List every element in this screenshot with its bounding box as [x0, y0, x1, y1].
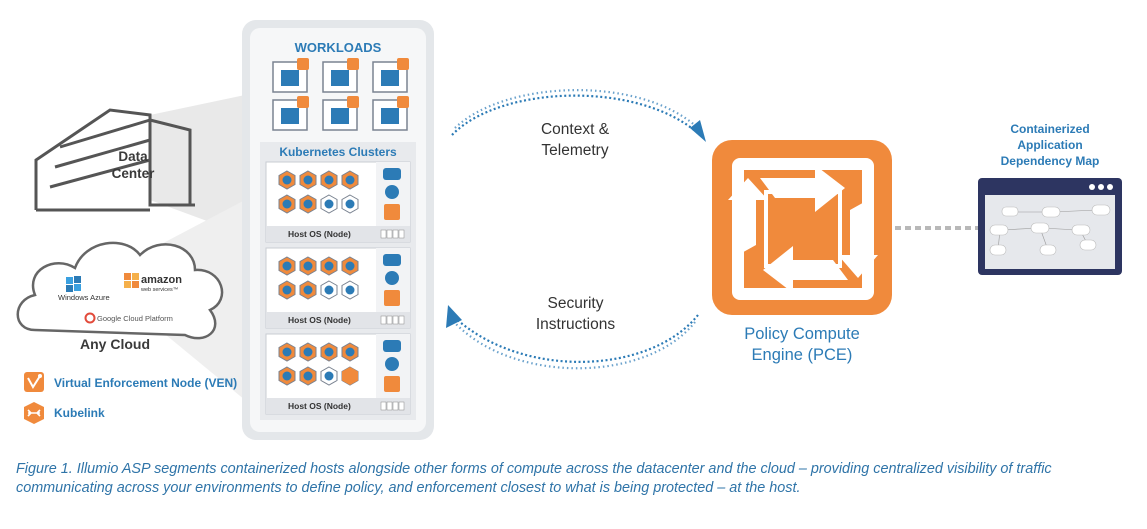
docker-icon	[383, 254, 401, 266]
node-boxes	[265, 161, 411, 415]
building-icon	[34, 108, 195, 212]
ven-icon	[24, 372, 44, 392]
kubernetes-node	[265, 247, 411, 329]
pce-label: Policy Compute Engine (PCE)	[744, 325, 860, 364]
amazon-text: amazon	[141, 274, 182, 286]
figure-caption: Figure 1. Illumio ASP segments container…	[16, 461, 1052, 496]
pce-icon	[712, 140, 892, 315]
workload-cube-icon	[372, 58, 409, 93]
security-instructions-label: Security Instructions	[535, 295, 616, 333]
datacenter-funnel	[150, 95, 245, 235]
cloud-icon	[16, 241, 224, 340]
workloads-title: WORKLOADS	[294, 40, 382, 55]
docker-icon	[383, 340, 401, 352]
legend-ven-label: Virtual Enforcement Node (VEN)	[54, 376, 238, 390]
workload-cube-icon	[322, 58, 359, 93]
ven-icon	[384, 376, 400, 392]
workload-cube-icon	[272, 58, 309, 93]
host-os-label-2: Host OS (Node)	[288, 315, 351, 325]
kubelink-icon	[342, 367, 358, 385]
workload-cube-icon	[272, 96, 309, 131]
data-center-label: Data Center	[111, 149, 155, 181]
kubernetes-node	[265, 333, 411, 415]
google-cloud-logo	[84, 312, 96, 324]
kubelink-icon	[24, 402, 44, 424]
context-telemetry-label: Context & Telemetry	[540, 121, 610, 159]
google-cloud-text: Google Cloud Platform	[97, 314, 173, 323]
workload-cube-icon	[322, 96, 359, 131]
ven-icon	[384, 204, 400, 220]
workload-cubes	[272, 58, 409, 131]
kubernetes-icon	[385, 185, 399, 199]
ven-icon	[384, 290, 400, 306]
security-arc	[446, 305, 699, 370]
host-os-label-1: Host OS (Node)	[288, 229, 351, 239]
dependency-map-window	[978, 178, 1122, 275]
any-cloud-label: Any Cloud	[80, 336, 150, 352]
windows-azure-text: Windows Azure	[58, 293, 110, 302]
legend-kubelink-label: Kubelink	[54, 406, 105, 420]
kubernetes-node	[265, 161, 411, 243]
host-os-label-3: Host OS (Node)	[288, 401, 351, 411]
amazon-logo	[124, 273, 139, 288]
kubernetes-clusters-title: Kubernetes Clusters	[279, 145, 397, 159]
windows-azure-logo	[66, 276, 81, 292]
kubernetes-icon	[385, 357, 399, 371]
dependency-map-title: Containerized Application Dependency Map	[1000, 122, 1100, 168]
amazon-subtext: web services™	[141, 287, 179, 293]
workload-cube-icon	[372, 96, 409, 131]
docker-icon	[383, 168, 401, 180]
kubernetes-icon	[385, 271, 399, 285]
context-arc	[451, 89, 706, 142]
